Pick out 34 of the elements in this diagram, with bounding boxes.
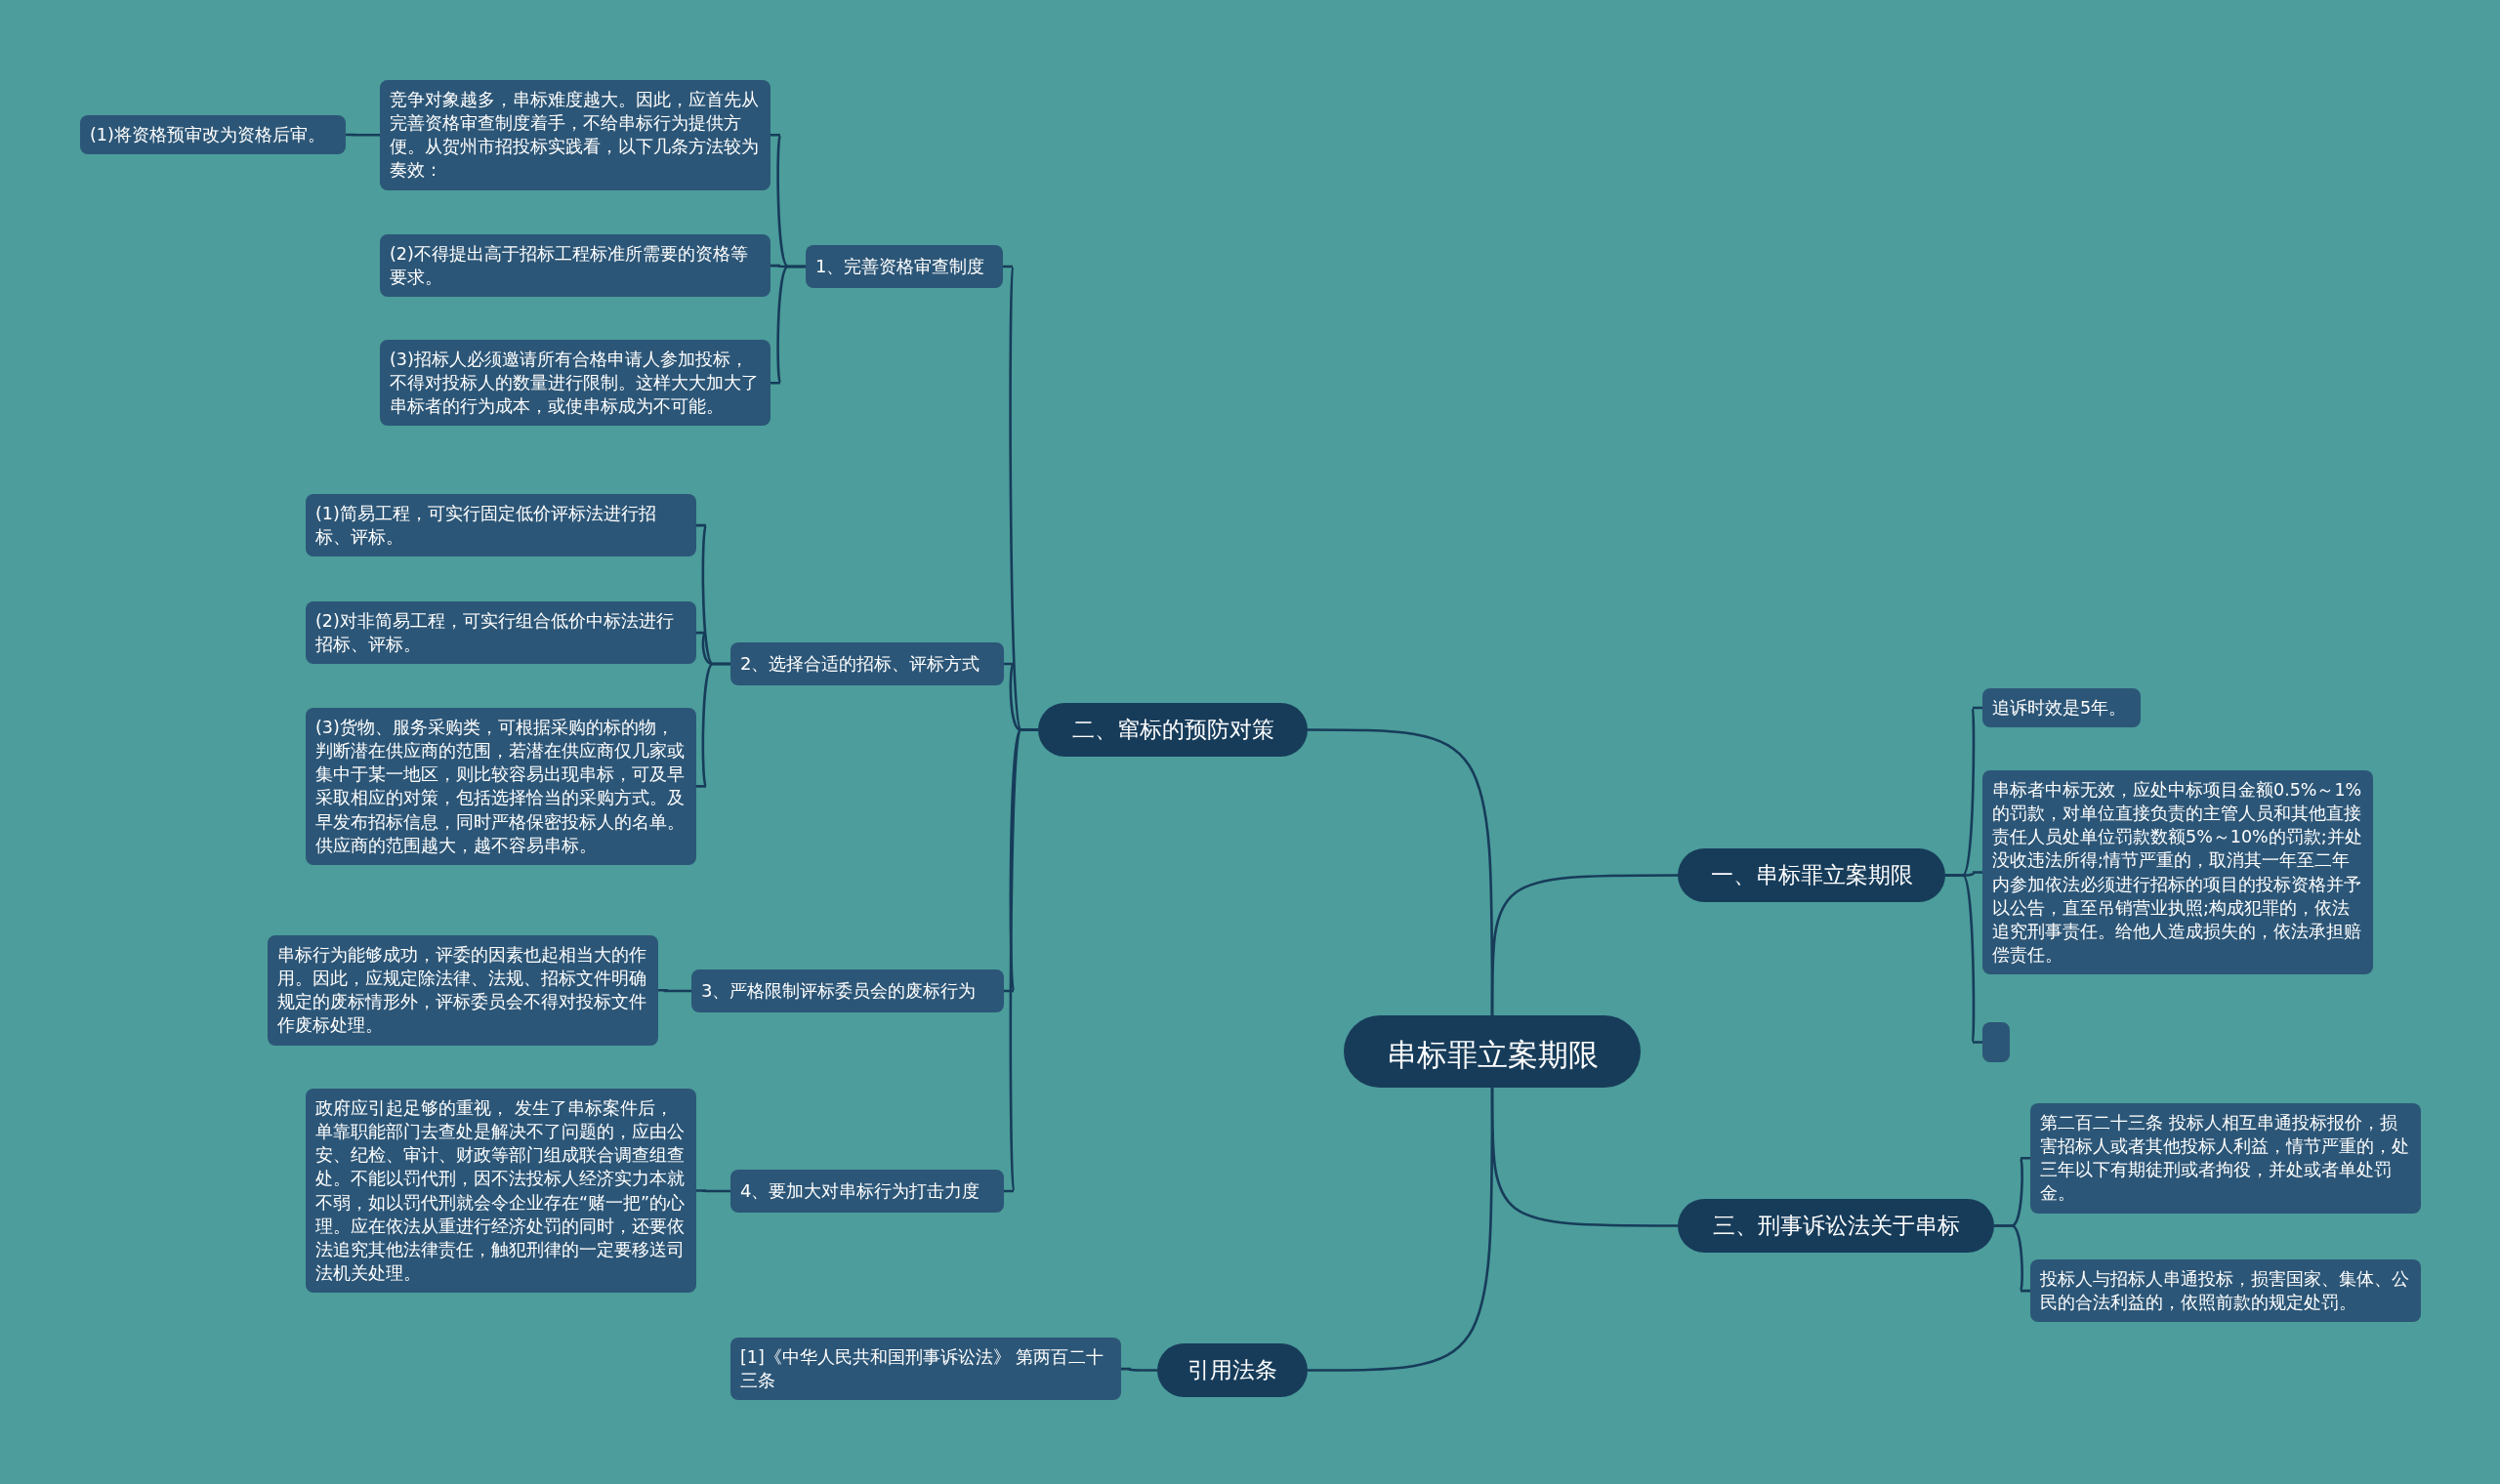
subtopic-box: 1、完善资格审查制度: [806, 245, 1003, 288]
connector-line: [346, 133, 380, 137]
text-note-box: (1)将资格预审改为资格后审。: [80, 115, 346, 155]
connector-line: [1121, 1367, 1157, 1372]
subtopic-box: 4、要加大对串标行为打击力度: [730, 1170, 1004, 1213]
main-topic: 引用法条: [1157, 1343, 1308, 1397]
connector-line: [771, 265, 806, 385]
text-note-box: 串标行为能够成功，评委的因素也起相当大的作用。因此，应规定除法律、法规、招标文件明确规定的废标情形外，评标委员会不得对投标文件作废标处理。: [268, 935, 658, 1046]
connector-line: [696, 1189, 730, 1193]
text-note-box: 串标者中标无效，应处中标项目金额0.5%～1%的罚款，对单位直接负责的主管人员和其他直接责任人员处单位罚款数额5%～10%的罚款;并处没收违法所得;情节严重的，取消其一年至二年内参加依法必须进行招标的项目的投标资格并予以公告，直至吊销营业执照;构成犯罪的，依法追究刑事责任。给他人造成损失的，依法承担赔偿责任。: [1982, 770, 2373, 975]
connector-line: [1004, 728, 1038, 1193]
text-note-box: (2)不得提出高于招标工程标准所需要的资格等要求。: [380, 234, 771, 298]
text-note-box: 追诉时效是5年。: [1982, 688, 2141, 728]
text-note-box: [1]《中华人民共和国刑事诉讼法》 第两百二十三条: [730, 1338, 1121, 1401]
connector-line: [1994, 1224, 2030, 1293]
text-note-box: 第二百二十三条 投标人相互串通投标报价，损害招标人或者其他投标人利益，情节严重的，处三年以下有期徒刑或者拘役，并处或者单处罚金。: [2030, 1103, 2421, 1214]
subtopic-box: 2、选择合适的招标、评标方式: [730, 642, 1004, 685]
text-note-box: 政府应引起足够的重视， 发生了串标案件后，单靠职能部门去查处是解决不了问题的，应由公安、纪检、审计、财政等部门组成联合调查组查处。不能以罚代刑，因不法投标人经济实力本就不弱，如以罚代刑就会令企业存在“赌一把”的心理。应在依法从重进行经济处罚的同时，还要依法追究其他法律责任，触犯刑律的一定要移送司法机关处理。: [306, 1089, 696, 1294]
main-topic: 一、串标罪立案期限: [1678, 848, 1945, 902]
text-note-box: (3)招标人必须邀请所有合格申请人参加投标，不得对投标人的数量进行限制。这样大大加大了串标者的行为成本，或使串标成为不可能。: [380, 340, 771, 427]
empty-box: [1982, 1022, 2010, 1062]
text-note-box: (3)货物、服务采购类，可根据采购的标的物，判断潜在供应商的范围，若潜在供应商仅几家或集中于某一地区，则比较容易出现串标，可及早采取相应的对策，包括选择恰当的采购方式。及早发布招标信息，同时严格保密投标人的名单。供应商的范围越大，越不容易串标。: [306, 708, 696, 865]
text-note-box: 竞争对象越多，串标难度越大。因此，应首先从完善资格审查制度着手，不给串标行为提供方便。从贺州市招投标实践看，以下几条方法较为奏效：: [380, 80, 771, 190]
main-topic: 三、刑事诉讼法关于串标: [1678, 1199, 1994, 1253]
connector-line: [1490, 1088, 1678, 1227]
main-topic: 二、窜标的预防对策: [1038, 703, 1308, 757]
subtopic-box: 3、严格限制评标委员会的废标行为: [691, 969, 1004, 1012]
text-note-box: (2)对非简易工程，可实行组合低价中标法进行招标、评标。: [306, 601, 696, 665]
text-note-box: (1)简易工程，可实行固定低价评标法进行招标、评标。: [306, 494, 696, 557]
root-topic: 串标罪立案期限: [1344, 1015, 1641, 1088]
connector-line: [696, 662, 730, 788]
connector-line: [658, 989, 691, 993]
connector-line: [1490, 874, 1678, 1015]
text-note-box: 投标人与招标人串通投标，损害国家、集体、公民的合法利益的，依照前款的规定处罚。: [2030, 1259, 2421, 1323]
